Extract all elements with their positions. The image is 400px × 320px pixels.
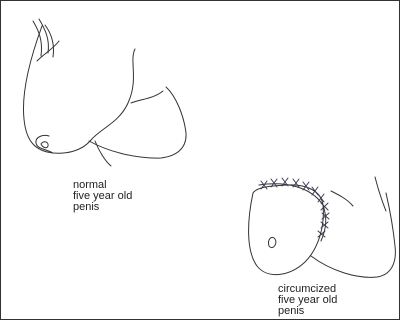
normal-penis-drawing: [23, 19, 186, 166]
hair-stroke: [39, 19, 48, 53]
circumcized-penis-caption: circumcized five year old penis: [278, 284, 337, 317]
scrotum-top: [331, 191, 353, 206]
hair-stroke: [45, 25, 54, 57]
body-edge: [375, 177, 386, 211]
suture-stitches: [261, 178, 329, 237]
scrotum-crease: [131, 91, 163, 103]
foreskin-opening: [41, 142, 48, 148]
caption-line: penis: [278, 306, 337, 317]
normal-penis-caption: normal five year old penis: [73, 180, 132, 213]
scrotum-outline: [89, 87, 186, 158]
caption-line: penis: [73, 202, 132, 213]
meatus: [269, 237, 276, 247]
foreskin-tip: [36, 135, 53, 153]
glans-outline: [249, 185, 324, 275]
body-outline: [23, 26, 135, 153]
